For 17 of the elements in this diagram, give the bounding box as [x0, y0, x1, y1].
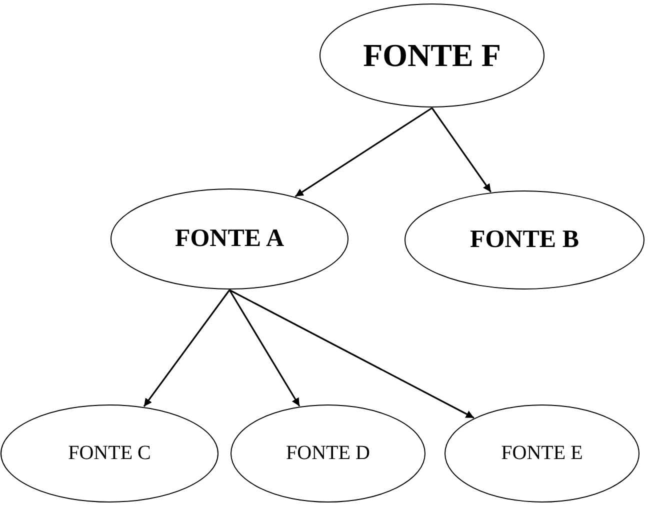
node-label: FONTE D	[286, 442, 370, 465]
ellipse-node	[404, 190, 645, 290]
arrow	[228, 290, 300, 407]
ellipse-node	[110, 188, 349, 290]
node-label: FONTE A	[174, 225, 284, 253]
arrow	[143, 290, 230, 407]
node-label: FONTE F	[363, 37, 501, 74]
arrow	[431, 108, 492, 192]
arrow	[294, 107, 432, 198]
arrow	[229, 289, 474, 419]
ellipse-node	[0, 404, 219, 503]
ellipse-node	[230, 404, 426, 503]
node-label: FONTE B	[470, 226, 580, 254]
node-label: FONTE E	[501, 442, 583, 465]
ellipse-node	[319, 3, 545, 108]
ellipse-node	[444, 404, 640, 503]
node-label: FONTE C	[68, 442, 151, 465]
